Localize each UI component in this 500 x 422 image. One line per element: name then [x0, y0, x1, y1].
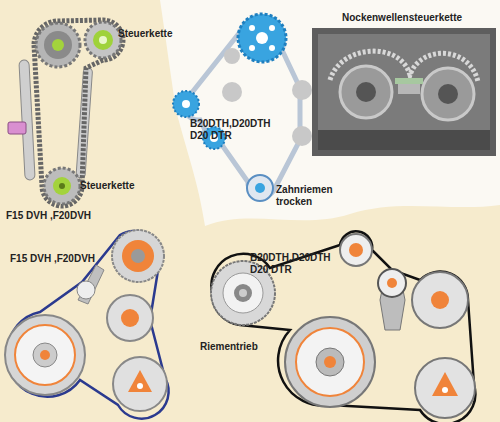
part-label: B20DTH,D20DTH D20 DTR: [250, 252, 330, 276]
part-label: Steuerkette: [80, 180, 150, 192]
engine-photo: [312, 28, 496, 156]
timing-chain-drawing: [8, 20, 123, 206]
part-label: B20DTH,D20DTH D20 DTR: [190, 118, 268, 142]
part-label: F15 DVH ,F20DVH: [10, 253, 120, 265]
part-label: F15 DVH ,F20DVH: [6, 210, 116, 222]
part-label: Nockenwellensteuerkette: [342, 12, 492, 24]
belt-drive-right: [211, 231, 475, 422]
background-area: [160, 0, 500, 226]
belt-drive-left: [5, 230, 169, 419]
part-label: Steuerkette: [118, 28, 188, 40]
toothed-belt-drawing: [173, 14, 312, 201]
part-label: Riementrieb: [200, 341, 280, 353]
part-label: Zahnriemen trocken: [276, 184, 336, 208]
